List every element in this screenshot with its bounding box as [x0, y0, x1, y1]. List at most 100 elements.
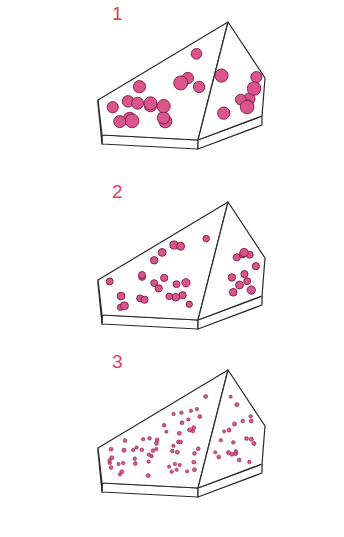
plate-face [198, 370, 265, 488]
droplet-dot [146, 474, 150, 478]
droplet-dot [252, 441, 256, 445]
droplet-dot [240, 100, 254, 114]
folded-plate [98, 202, 265, 329]
droplet-dot [229, 288, 237, 296]
droplet-dot [193, 451, 197, 455]
droplet-dot [191, 48, 202, 59]
droplet-dot [198, 415, 202, 419]
droplet-dot [148, 436, 152, 440]
figure-number: 3 [112, 352, 123, 371]
droplet-dot [226, 451, 230, 455]
droplet-dot [245, 437, 249, 441]
droplet-dot [187, 418, 191, 422]
droplet-dot [170, 449, 174, 453]
droplet-dot [157, 99, 170, 112]
plate-face [198, 202, 265, 320]
droplet-dot [109, 447, 113, 451]
figure-number: 2 [112, 182, 123, 201]
droplet-dot [147, 453, 151, 457]
droplet-dot [222, 430, 225, 433]
droplet-dot [192, 468, 196, 472]
droplet-dot [249, 437, 253, 441]
droplet-dot [172, 412, 175, 415]
droplet-dot [193, 81, 204, 92]
droplet-dot [180, 421, 184, 425]
droplet-dot [139, 272, 146, 279]
droplet-dot [229, 395, 232, 398]
droplet-dot [232, 422, 236, 426]
droplet-dot [180, 411, 184, 415]
droplet-dot [251, 71, 262, 82]
droplet-dot [234, 449, 238, 453]
droplet-dot [241, 419, 245, 423]
droplet-dot [133, 81, 145, 93]
droplet-dot [160, 274, 167, 281]
droplet-dot [108, 458, 111, 461]
droplet-dot [218, 107, 230, 119]
droplet-dot [132, 97, 144, 109]
droplet-dot [165, 430, 168, 433]
droplet-dot [247, 82, 261, 96]
droplet-dot [131, 448, 135, 452]
droplet-dot [191, 430, 194, 433]
droplet-dot [195, 407, 198, 410]
droplet-dot [144, 97, 157, 110]
droplet-dot [241, 270, 248, 277]
droplet-dot [120, 302, 128, 310]
droplet-dot [174, 76, 188, 90]
droplet-dot [133, 457, 137, 461]
droplet-dot [172, 444, 175, 447]
droplet-dot [141, 296, 148, 303]
droplet-dot [140, 448, 144, 452]
droplet-dot [147, 460, 150, 463]
droplet-dot [244, 278, 251, 285]
figure-number: 1 [112, 4, 123, 23]
droplet-dot [157, 112, 169, 124]
droplet-dot [151, 280, 158, 287]
droplet-dot [236, 281, 244, 289]
droplet-dot [173, 281, 180, 288]
droplet-dot [150, 257, 157, 264]
droplet-dot [217, 455, 221, 459]
droplet-dot [203, 235, 210, 242]
droplet-dot [232, 441, 236, 445]
droplet-dot [252, 263, 259, 270]
droplet-dot [177, 431, 181, 435]
droplet-dot [123, 439, 127, 443]
droplet-dot [170, 470, 174, 474]
droplet-dot [117, 292, 125, 300]
droplet-dot [175, 450, 179, 454]
droplet-dot [179, 292, 186, 299]
droplet-dot [248, 460, 252, 464]
droplet-dot [179, 440, 183, 444]
droplet-dot [187, 428, 191, 432]
folded-plate [98, 370, 265, 497]
droplet-dot [185, 470, 188, 473]
droplet-dot [247, 286, 255, 294]
droplet-dot [173, 462, 177, 466]
droplet-dot [219, 439, 223, 443]
droplet-dot [172, 293, 180, 301]
droplet-dot [192, 426, 196, 430]
folded-plate [98, 22, 265, 149]
droplet-dot [106, 278, 113, 285]
droplet-dot [228, 274, 235, 281]
droplet-dot [114, 116, 126, 128]
droplet-dot [166, 293, 173, 300]
droplet-dot [155, 447, 158, 450]
droplet-dot [118, 473, 121, 476]
plate-face [198, 22, 265, 140]
droplet-dot [215, 69, 228, 82]
droplet-dot [182, 279, 190, 287]
droplet-dot [237, 458, 241, 462]
droplet-dot [167, 465, 170, 468]
droplet-dot [235, 403, 239, 407]
droplet-dot [158, 248, 166, 256]
droplet-dot [122, 448, 126, 452]
droplet-dot [249, 419, 253, 423]
droplet-dot [177, 242, 185, 250]
droplet-dot [162, 423, 166, 427]
droplet-dot [117, 462, 120, 465]
droplet-dot [196, 447, 200, 451]
